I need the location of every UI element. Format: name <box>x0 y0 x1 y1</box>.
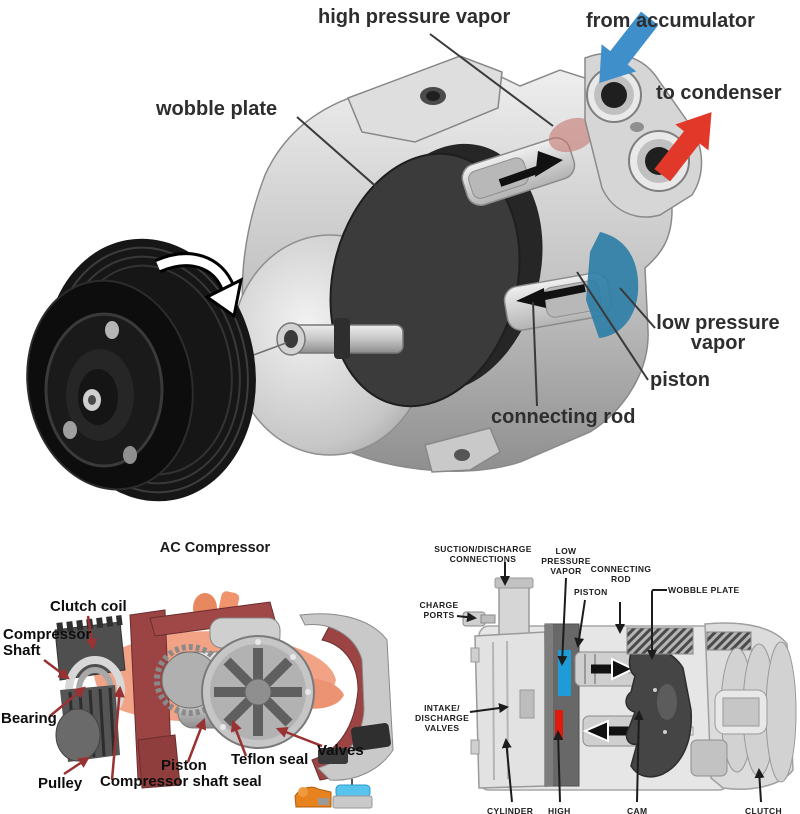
low-pressure-highlight <box>558 650 571 696</box>
blue-compressor-icon <box>332 779 373 809</box>
label-connecting-rod: connecting rod <box>491 406 636 428</box>
rear-housing <box>299 613 394 781</box>
label-piston: piston <box>650 369 710 391</box>
label-arrows-br <box>456 562 765 803</box>
rotation-arrow-icon <box>154 252 244 319</box>
lower-stroke-arrow-icon <box>516 284 586 308</box>
high-pressure-zone <box>548 117 596 153</box>
label-bearing: Bearing <box>1 710 57 727</box>
label-cylinder: CYLINDER <box>487 806 534 814</box>
bottom-left-compressor-panel: AC Compressor Clutch coil Compressor Sha… <box>0 540 410 814</box>
low-pressure-zone <box>586 232 639 338</box>
label-clutch-coil: Clutch coil <box>50 598 127 615</box>
label-arrows <box>43 615 323 781</box>
exploded-compressor-art <box>43 591 394 809</box>
inflow-arrow-icon <box>599 11 659 83</box>
label-cam: CAM <box>627 806 648 814</box>
valve-plate <box>201 635 315 749</box>
high-pressure-highlight <box>555 710 563 740</box>
label-charge-ports: CHARGE PORTS <box>419 600 459 621</box>
label-low-pressure-br: LOW PRESSURE VAPOR <box>541 546 591 577</box>
clutch-pulley-part <box>26 238 256 502</box>
top-cutaway-panel: high pressure vapor from accumulator to … <box>26 6 782 502</box>
label-high: HIGH <box>548 806 571 814</box>
clutch-assembly <box>54 615 126 762</box>
compressor-cutaway-art <box>26 11 712 502</box>
label-wobble-plate: wobble plate <box>156 98 278 120</box>
label-high-pressure-vapor: high pressure vapor <box>318 6 511 28</box>
label-low-pressure-vapor: low pressure vapor <box>656 312 780 355</box>
label-compressor-shaft-seal: Compressor shaft seal <box>100 773 262 790</box>
label-valves: Valves <box>317 742 364 759</box>
cam-wobble-part <box>625 646 692 778</box>
bottom-right-cutaway-panel: SUCTION/DISCHARGE CONNECTIONS LOW PRESSU… <box>415 540 800 814</box>
label-teflon-seal: Teflon seal <box>231 751 309 768</box>
upper-stroke-arrow-icon <box>498 151 563 187</box>
orange-compressor-icon <box>294 786 332 808</box>
label-compressor-shaft: Compressor Shaft <box>3 626 92 659</box>
label-pulley: Pulley <box>38 775 83 792</box>
cutaway-interior <box>231 117 639 456</box>
lineart-compressor-art <box>456 562 797 803</box>
label-from-accumulator: from accumulator <box>586 10 755 32</box>
compressor-shaft-part <box>239 318 404 361</box>
label-suction-discharge: SUCTION/DISCHARGE CONNECTIONS <box>434 544 532 565</box>
leader-lines <box>296 33 656 407</box>
upper-stroke-arrow-br-icon <box>591 657 636 681</box>
outflow-arrow-icon <box>654 112 712 182</box>
rear-clutch-assembly <box>626 622 797 790</box>
label-piston-bl: Piston <box>161 757 207 774</box>
lower-stroke-arrow-br-icon <box>582 719 629 743</box>
label-piston-br: PISTON <box>574 587 608 597</box>
label-intake-discharge: INTAKE/ DISCHARGE VALVES <box>415 703 470 734</box>
label-connecting-rod-br: CONNECTING ROD <box>590 564 652 585</box>
bottom-left-title: AC Compressor <box>159 540 271 556</box>
label-clutch: CLUTCH <box>745 806 783 814</box>
label-to-condenser: to condenser <box>656 82 782 104</box>
label-wobble-plate-br: WOBBLE PLATE <box>668 585 740 595</box>
